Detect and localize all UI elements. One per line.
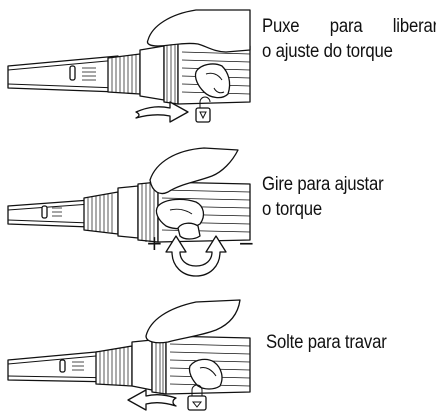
- caption-line-1: Solte para travar: [266, 332, 387, 353]
- step-rotate-to-adjust: + − Gire para ajustar o torque: [0, 140, 436, 280]
- caption-line-1: Puxe para liberar: [262, 14, 436, 39]
- pull-arrow-icon: [135, 101, 189, 123]
- hand-pulling: [146, 9, 251, 99]
- plus-symbol: +: [146, 231, 163, 255]
- wrench-release-illustration: [7, 299, 251, 411]
- unlock-icon: [195, 96, 211, 123]
- wrench-rotate-illustration: + −: [7, 147, 255, 277]
- wrench-pull-illustration: [7, 9, 251, 123]
- minus-symbol: −: [238, 231, 255, 255]
- hand-releasing: [145, 299, 241, 390]
- wrench-shaft: [7, 345, 133, 387]
- step-2-caption: Gire para ajustar o torque: [262, 172, 384, 222]
- release-arrow-icon: [127, 389, 177, 411]
- step-release-to-lock: Solte para travar: [0, 290, 436, 412]
- step-1-caption: Puxe para liberar o ajuste do torque: [262, 14, 436, 64]
- step-3-caption: Solte para travar: [266, 330, 387, 355]
- caption-line-2: o ajuste do torque: [262, 41, 393, 62]
- step-pull-to-unlock: Puxe para liberar o ajuste do torque: [0, 0, 436, 130]
- lock-icon: [187, 384, 207, 411]
- caption-word: Puxe: [262, 16, 300, 37]
- wrench-shaft: [7, 53, 141, 95]
- rotate-arrow-icon: [165, 235, 227, 277]
- caption-line-2: o torque: [262, 199, 322, 220]
- caption-word: liberar: [392, 16, 436, 37]
- wrench-shaft: [7, 191, 119, 235]
- caption-word: para: [329, 16, 363, 37]
- hand-rotating: [149, 147, 239, 240]
- caption-line-1: Gire para ajustar: [262, 174, 384, 195]
